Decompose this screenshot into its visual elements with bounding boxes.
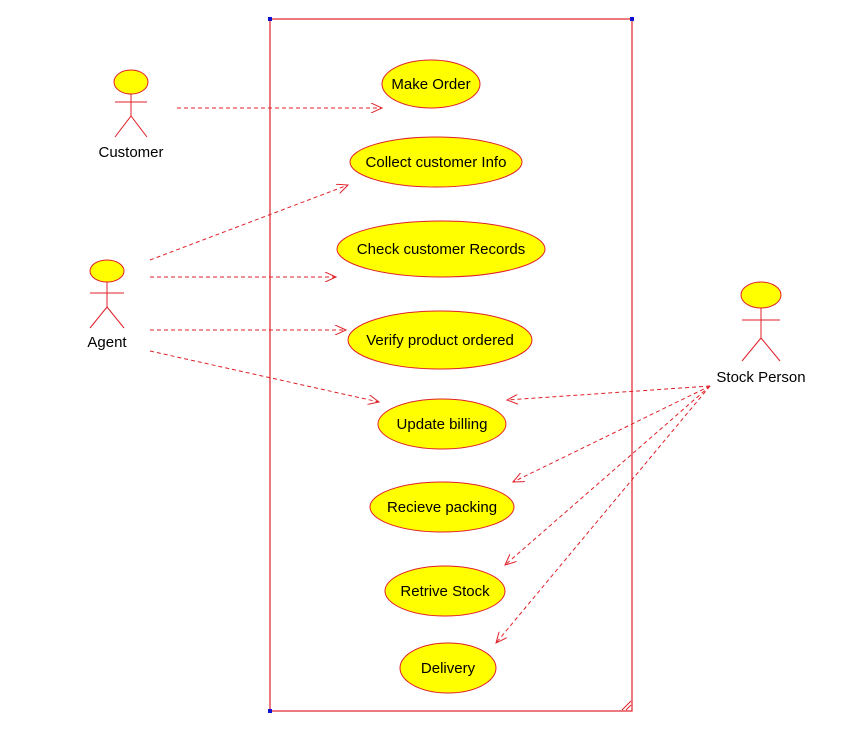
corner-marker	[630, 17, 634, 21]
actor-agent[interactable]: Agent	[87, 259, 127, 351]
corner-marker	[268, 709, 272, 713]
use-case-recieve-packing-label: Recieve packing	[387, 499, 497, 516]
use-case-delivery[interactable]: Delivery	[399, 642, 497, 694]
actor-customer[interactable]: Customer	[98, 69, 164, 161]
corner-marker	[268, 17, 272, 21]
use-case-verify-product[interactable]: Verify product ordered	[347, 310, 533, 370]
use-case-verify-product-label: Verify product ordered	[366, 332, 514, 349]
use-case-retrive-stock[interactable]: Retrive Stock	[384, 565, 506, 617]
system-boundary[interactable]	[268, 17, 634, 713]
actor-customer-label: Customer	[98, 144, 163, 161]
use-case-update-billing[interactable]: Update billing	[377, 398, 507, 450]
association-stock-retrive-stock[interactable]	[505, 385, 711, 565]
association-agent-update-billing[interactable]	[149, 350, 379, 402]
use-case-retrive-stock-label: Retrive Stock	[400, 583, 490, 600]
association-stock-delivery[interactable]	[496, 385, 711, 643]
use-case-make-order[interactable]: Make Order	[381, 59, 481, 109]
actor-stock-person-label: Stock Person	[716, 369, 805, 386]
use-case-check-records[interactable]: Check customer Records	[336, 220, 546, 278]
association-stock-update-billing[interactable]	[507, 385, 711, 400]
resize-grip-icon[interactable]	[621, 700, 632, 711]
actor-agent-label: Agent	[87, 334, 127, 351]
association-agent-collect-info[interactable]	[149, 185, 348, 261]
association-stock-recieve-packing[interactable]	[513, 385, 711, 482]
use-case-update-billing-label: Update billing	[397, 416, 488, 433]
actor-stock-person[interactable]: Stock Person	[716, 281, 806, 386]
use-case-check-records-label: Check customer Records	[357, 241, 525, 258]
use-case-collect-info[interactable]: Collect customer Info	[349, 136, 523, 188]
use-case-make-order-label: Make Order	[391, 76, 470, 93]
use-case-delivery-label: Delivery	[421, 660, 476, 677]
associations	[149, 108, 711, 643]
use-case-recieve-packing[interactable]: Recieve packing	[369, 481, 515, 533]
use-case-collect-info-label: Collect customer Info	[366, 154, 507, 171]
